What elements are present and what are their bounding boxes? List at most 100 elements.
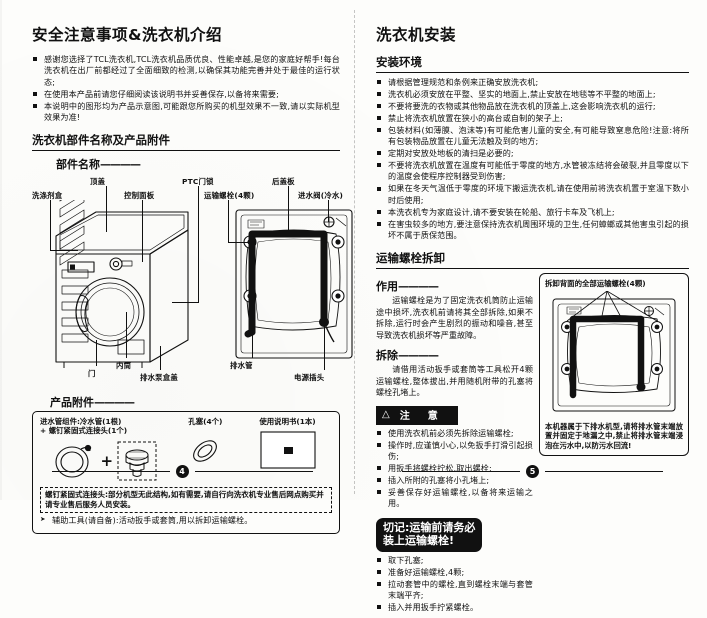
- part-label-top-cover: 顶盖: [90, 176, 106, 186]
- list-item: 如果在冬天气温低于零度的环境下搬运洗衣机,请在使用前将洗衣机置于室温下数小时后使…: [376, 183, 689, 206]
- accessory-arrow-note-list: 辅助工具(请自备):活动扳手或套筒,用以拆卸运输螺栓。: [40, 515, 332, 526]
- part-label-inner-drum: 内筒: [116, 360, 132, 370]
- leader-line: [172, 301, 199, 303]
- accessory-caption: 孔塞(4个): [188, 416, 223, 426]
- list-item: 准备好运输螺栓,4颗;: [376, 567, 533, 578]
- manual-book-icon: [259, 431, 316, 469]
- rear-bolts-figure-box: 拆卸背面的全部运输螺栓(4颗): [539, 272, 689, 457]
- list-item: 插入所附的孔塞将小孔堵上;: [376, 475, 533, 486]
- leader-line: [228, 241, 254, 243]
- list-item: 在害虫较多的地方,要注意保持洗衣机周围环境的卫生,任何蟑螂或其他害虫引起的损坏不…: [376, 219, 689, 242]
- accessory-caption: 使用说明书(1本): [259, 416, 316, 426]
- washer-rear-bolts-illustration: [552, 290, 676, 412]
- list-item: 定期对安放处地板的清扫是必要的;: [376, 148, 689, 159]
- figure-note: 本机器属于下排水机型,请将排水管末端放置并固定于地漏之中,禁止将排水管末端浸泡在…: [545, 421, 683, 450]
- list-item: 禁止将洗衣机放置在狭小的高台或自制的架子上;: [376, 113, 689, 124]
- accessory-item: 孔塞(4个): [168, 417, 243, 475]
- page-gutter-divider: [354, 10, 356, 494]
- environment-section-heading: 安装环境: [376, 54, 689, 73]
- reminder-callout: 切记:运输前请务必 装上运输螺栓!: [376, 517, 483, 552]
- footer-rule: [545, 470, 663, 473]
- intro-bullet-list: 感谢您选择了TCL洗衣机,TCL洗衣机品质优良、性能卓越,是您的家庭好帮手!每台…: [32, 54, 340, 124]
- page-number: 5: [526, 465, 539, 478]
- part-label-detergent-drawer: 洗涤剂盒: [32, 190, 63, 200]
- part-label-transport-bolts: 运输螺栓(4颗): [204, 190, 255, 200]
- left-page: 安全注意事项&洗衣机介绍 感谢您选择了TCL洗衣机,TCL洗衣机品质优良、性能卓…: [0, 0, 354, 534]
- list-item: 在使用本产品前请您仔细阅读该说明书并妥善保存,以备将来需要;: [32, 89, 340, 100]
- list-item: 包装材料(如薄膜、泡沫等)有可能危害儿童的安全,有可能导致窒息危险!注意:将所有…: [376, 125, 689, 148]
- accessory-item: 进水管组件:冷水管(1根) + 螺钉紧固式连接头(1个) +: [40, 417, 168, 484]
- list-item: 本洗衣机专为家庭设计,请不要安装在轮船、旅行卡车及飞机上;: [376, 207, 689, 218]
- bolts-section-heading: 运输螺栓拆卸: [376, 250, 689, 269]
- leader-line: [126, 311, 127, 358]
- right-page-title: 洗衣机安装: [376, 26, 457, 44]
- part-label-control-panel: 控制面板: [124, 190, 155, 200]
- part-label-inlet-valve: 进水阀(冷水): [298, 190, 344, 200]
- right-page-footer: 5: [376, 465, 689, 478]
- leader-line: [50, 199, 51, 250]
- list-item: 辅助工具(请自备):活动扳手或套筒,用以拆卸运输螺栓。: [40, 515, 332, 526]
- part-label-ptc-door-lock: PTC门锁: [182, 176, 214, 186]
- leader-line: [160, 345, 161, 370]
- page-number: 4: [175, 465, 189, 478]
- caution-title: 注 意: [399, 411, 442, 423]
- screw-connector-icon: [117, 441, 157, 481]
- left-page-title: 安全注意事项&洗衣机介绍: [32, 26, 223, 44]
- bolts-section-body: 作用 运输螺栓是为了固定洗衣机筒防止运输途中损坏,洗衣机前请将其全部拆除,如果不…: [376, 272, 689, 618]
- hole-plug-icon: [193, 440, 218, 462]
- footer-rule: [194, 470, 313, 473]
- list-item: 本说明中的图形均为产品示意图,可能跟您所购买的机型效果不一致,请以实际机型效果为…: [32, 101, 340, 124]
- accessory-illustration: +: [40, 438, 168, 484]
- reinstall-bullet-list: 取下孔塞; 准备好运输螺栓,4颗; 拉动套管中的螺栓,直到螺栓末端与套管末端平齐…: [376, 555, 533, 614]
- left-page-footer: 4: [28, 465, 336, 478]
- bolts-figure-column: 拆卸背面的全部运输螺栓(4颗): [539, 272, 689, 618]
- footer-rule: [51, 470, 170, 473]
- leader-line: [106, 185, 107, 232]
- leader-line: [50, 249, 78, 251]
- leader-line: [142, 199, 143, 262]
- environment-bullet-list: 请根据管理规范和条例来正确安放洗衣机; 洗衣机必须安放在平整、坚实的地面上,禁止…: [376, 77, 689, 242]
- plus-icon: +: [100, 451, 114, 470]
- removal-text: 请借用活动扳手或套筒等工具松开4颗运输螺栓,整体拔出,并用随机附带的孔塞将螺栓孔…: [376, 363, 533, 398]
- right-page: 洗衣机安装 安装环境 请根据管理规范和条例来正确安放洗衣机; 洗衣机必须安放在平…: [354, 0, 707, 612]
- part-label-rear-panel: 后盖板: [272, 176, 295, 186]
- removal-subheading: 拆除: [376, 347, 533, 363]
- warning-triangle-icon: △: [382, 409, 390, 421]
- list-item: 请根据管理规范和条例来正确安放洗衣机;: [376, 77, 689, 88]
- list-item: 使用洗衣机前必须先拆除运输螺栓;: [376, 428, 533, 439]
- list-item: 洗衣机必须安放在平整、坚实的地面上,禁止安放在地毯等不平整的地面上;: [376, 89, 689, 100]
- parts-section-heading: 洗衣机部件名称及产品附件: [32, 132, 340, 151]
- accessory-item: 使用说明书(1本): [243, 417, 332, 475]
- leader-line: [328, 199, 329, 222]
- leader-line: [96, 339, 97, 366]
- part-label-door: 门: [88, 368, 96, 378]
- list-item: 插入并用扳手拧紧螺栓。: [376, 602, 533, 613]
- list-item: 不要将洗衣机放置在温度有可能低于零度的地方,水管被冻结将会破裂,并且零度以下的温…: [376, 160, 689, 183]
- part-label-drain-pump-cover: 排水泵盒盖: [140, 372, 178, 382]
- list-item: 用扳手将螺栓拧松,取出螺栓;: [376, 463, 533, 474]
- part-label-drain-hose: 排水管: [230, 360, 253, 370]
- leader-line: [324, 323, 325, 370]
- washer-rear-view-illustration: [235, 208, 353, 359]
- figure-caption: 拆卸背面的全部运输螺栓(4颗): [545, 278, 646, 288]
- list-item: 感谢您选择了TCL洗衣机,TCL洗衣机品质优良、性能卓越,是您的家庭好帮手!每台…: [32, 54, 340, 88]
- list-item: 操作时,应谨慎小心,以免扳手打滑引起损伤;: [376, 440, 533, 463]
- accessories-row: 进水管组件:冷水管(1根) + 螺钉紧固式连接头(1个) +: [40, 417, 332, 484]
- manual-spread: 安全注意事项&洗衣机介绍 感谢您选择了TCL洗衣机,TCL洗衣机品质优良、性能卓…: [0, 0, 707, 500]
- parts-diagram: 洗涤剂盒 顶盖 控制面板 PTC门锁 门 内筒 排水泵盒盖 运输螺栓(4颗) 后…: [32, 174, 353, 389]
- accessory-illustration: [243, 428, 332, 474]
- leader-line: [288, 185, 289, 234]
- list-item: 取下孔塞;: [376, 555, 533, 566]
- leader-line: [198, 185, 199, 302]
- accessories-subheading: 产品附件: [50, 394, 340, 410]
- parts-subheading: 部件名称: [56, 156, 340, 172]
- purpose-subheading: 作用: [376, 278, 533, 294]
- caution-header-bar: △ 注 意: [376, 405, 458, 425]
- footer-rule: [402, 470, 520, 473]
- accessory-illustration: [168, 428, 243, 474]
- leader-line: [228, 199, 229, 242]
- bolts-text-column: 作用 运输螺栓是为了固定洗衣机筒防止运输途中损坏,洗衣机前请将其全部拆除,如果不…: [376, 273, 533, 618]
- list-item: 拉动套管中的螺栓,直到螺栓末端与套管末端平齐;: [376, 579, 533, 602]
- part-label-power-plug: 电源插头: [294, 372, 325, 382]
- list-item: 不要将要洗的衣物或其他物品放在洗衣机的顶盖上,这会影响洗衣机的运行;: [376, 101, 689, 112]
